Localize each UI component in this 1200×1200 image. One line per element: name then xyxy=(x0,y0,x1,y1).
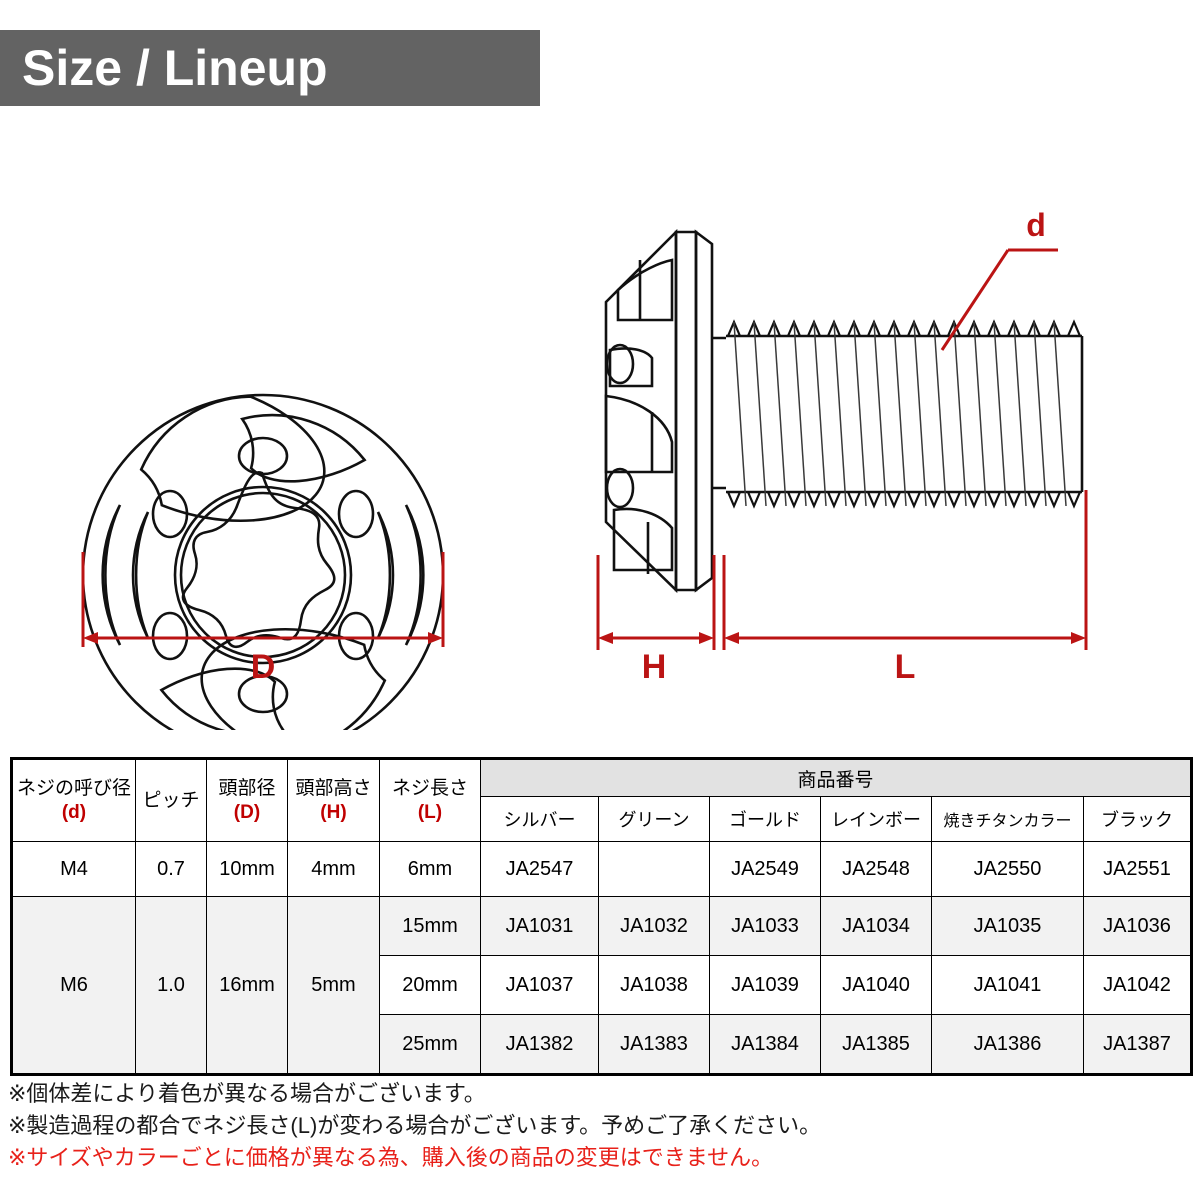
technical-drawing: D xyxy=(0,150,1200,730)
cell-product-code: JA1036 xyxy=(1082,896,1193,956)
header-color-5: 焼きチタンカラー xyxy=(931,796,1084,842)
cell-head-height: 5mm xyxy=(287,896,380,1075)
cell-screw-length: 25mm xyxy=(379,1014,481,1075)
cell-product-code: JA1042 xyxy=(1082,955,1193,1015)
cell-product-code: JA1038 xyxy=(598,955,710,1015)
head-face-plate xyxy=(694,229,714,593)
dimension-label-d: d xyxy=(1026,207,1046,243)
header-nominal-diameter: ネジの呼び径 (d) xyxy=(11,758,136,842)
cell-product-code xyxy=(598,841,710,897)
header-screw-length-sym: (L) xyxy=(417,801,443,823)
cell-product-code: JA1384 xyxy=(709,1014,821,1075)
header-product-number-group: 商品番号 xyxy=(479,758,1193,797)
header-head-diameter-sym: (D) xyxy=(233,801,261,823)
header-screw-length: ネジ長さ (L) xyxy=(379,758,481,842)
header-nominal-diameter-jp: ネジの呼び径 xyxy=(16,777,131,799)
head-body-outline xyxy=(604,228,678,594)
head-profile-cutouts xyxy=(604,258,674,574)
cell-head-diameter: 16mm xyxy=(206,896,288,1075)
header-color-1: シルバー xyxy=(480,796,599,842)
cell-product-code: JA2550 xyxy=(931,841,1084,897)
footnote-1: ※個体差により着色が異なる場合がございます。 xyxy=(8,1081,486,1106)
dimension-D xyxy=(81,552,445,647)
leader-d-diagonal xyxy=(940,249,1010,351)
leader-d xyxy=(940,248,1058,351)
spec-table: ネジの呼び径 (d) ピッチ 頭部径 (D) 頭部高さ (H) ネジ長さ (L) xyxy=(10,757,1194,1076)
header-color-2: グリーン xyxy=(598,796,710,842)
cell-screw-length: 15mm xyxy=(379,896,481,956)
cell-product-code: JA1037 xyxy=(480,955,599,1015)
cell-product-code: JA2548 xyxy=(820,841,932,897)
side-view-bolt xyxy=(604,228,1084,594)
header-head-height: 頭部高さ (H) xyxy=(287,758,380,842)
table-header-row-1: ネジの呼び径 (d) ピッチ 頭部径 (D) 頭部高さ (H) ネジ長さ (L) xyxy=(11,758,1193,842)
cell-nominal-diameter: M4 xyxy=(11,841,136,897)
cell-head-diameter: 10mm xyxy=(206,841,288,897)
head-inner-circle-2 xyxy=(179,491,347,659)
cell-nominal-diameter: M6 xyxy=(11,896,136,1075)
head-flange xyxy=(674,230,698,592)
header-head-height-sym: (H) xyxy=(320,801,347,823)
top-view-bolt-head xyxy=(81,393,445,730)
dimension-label-H: H xyxy=(642,648,667,686)
cell-product-code: JA1382 xyxy=(480,1014,599,1075)
cell-product-code: JA1033 xyxy=(709,896,821,956)
header-pitch: ピッチ xyxy=(135,758,207,842)
cell-head-height: 4mm xyxy=(287,841,380,897)
header-nominal-diameter-sym: (d) xyxy=(61,801,87,823)
cell-product-code: JA1040 xyxy=(820,955,932,1015)
cell-product-code: JA2551 xyxy=(1082,841,1193,897)
thread-crests xyxy=(726,319,1082,509)
spec-table-container: ネジの呼び径 (d) ピッチ 頭部径 (D) 頭部高さ (H) ネジ長さ (L) xyxy=(10,757,1194,1076)
cell-screw-length: 20mm xyxy=(379,955,481,1015)
shank-root xyxy=(712,336,726,490)
dimension-label-L: L xyxy=(895,648,916,686)
header-banner: Size / Lineup xyxy=(0,30,540,106)
cell-product-code: JA1031 xyxy=(480,896,599,956)
dimension-label-D: D xyxy=(251,648,276,686)
header-head-height-jp: 頭部高さ xyxy=(295,777,372,799)
header-screw-length-jp: ネジ長さ xyxy=(391,777,468,799)
cell-pitch: 0.7 xyxy=(135,841,207,897)
cell-product-code: JA1385 xyxy=(820,1014,932,1075)
cell-product-code: JA1041 xyxy=(931,955,1084,1015)
header-color-6: ブラック xyxy=(1082,796,1193,842)
table-header-row-2: シルバーグリーンゴールドレインボー焼きチタンカラーブラック xyxy=(12,796,1193,842)
cell-screw-length: 6mm xyxy=(379,841,481,897)
page-title: Size / Lineup xyxy=(22,40,328,96)
torx-socket xyxy=(181,471,336,649)
head-small-ovals xyxy=(151,436,375,714)
footnotes-list: ※個体差により着色が異なる場合がございます。 ※製造過程の都合でネジ長さ(L)が… xyxy=(8,1078,1192,1174)
cell-product-code: JA1035 xyxy=(931,896,1084,956)
footnote-2: ※製造過程の都合でネジ長さ(L)が変わる場合がございます。予めご了承ください。 xyxy=(8,1112,822,1138)
header-head-diameter-jp: 頭部径 xyxy=(218,777,276,799)
head-inner-circle xyxy=(173,485,353,665)
header-head-diameter: 頭部径 (D) xyxy=(206,758,288,842)
cell-product-code: JA1383 xyxy=(598,1014,710,1075)
cell-product-code: JA1386 xyxy=(931,1014,1084,1075)
cell-product-code: JA1039 xyxy=(709,955,821,1015)
thread-body xyxy=(726,336,1082,492)
cell-product-code: JA1387 xyxy=(1082,1014,1193,1075)
header-color-3: ゴールド xyxy=(709,796,821,842)
footnote-3: ※サイズやカラーごとに価格が異なる為、購入後の商品の変更はできません。 xyxy=(8,1144,774,1170)
dimension-L xyxy=(722,490,1088,650)
cell-product-code: JA1034 xyxy=(820,896,932,956)
head-lens-cutouts xyxy=(101,504,425,646)
cell-product-code: JA2547 xyxy=(480,841,599,897)
cell-product-code: JA2549 xyxy=(709,841,821,897)
cell-product-code: JA1032 xyxy=(598,896,710,956)
dimension-H xyxy=(596,555,716,650)
header-pitch-jp: ピッチ xyxy=(142,789,200,811)
cell-pitch: 1.0 xyxy=(135,896,207,1075)
header-color-4: レインボー xyxy=(820,796,932,842)
thread-flanks xyxy=(733,321,1067,507)
